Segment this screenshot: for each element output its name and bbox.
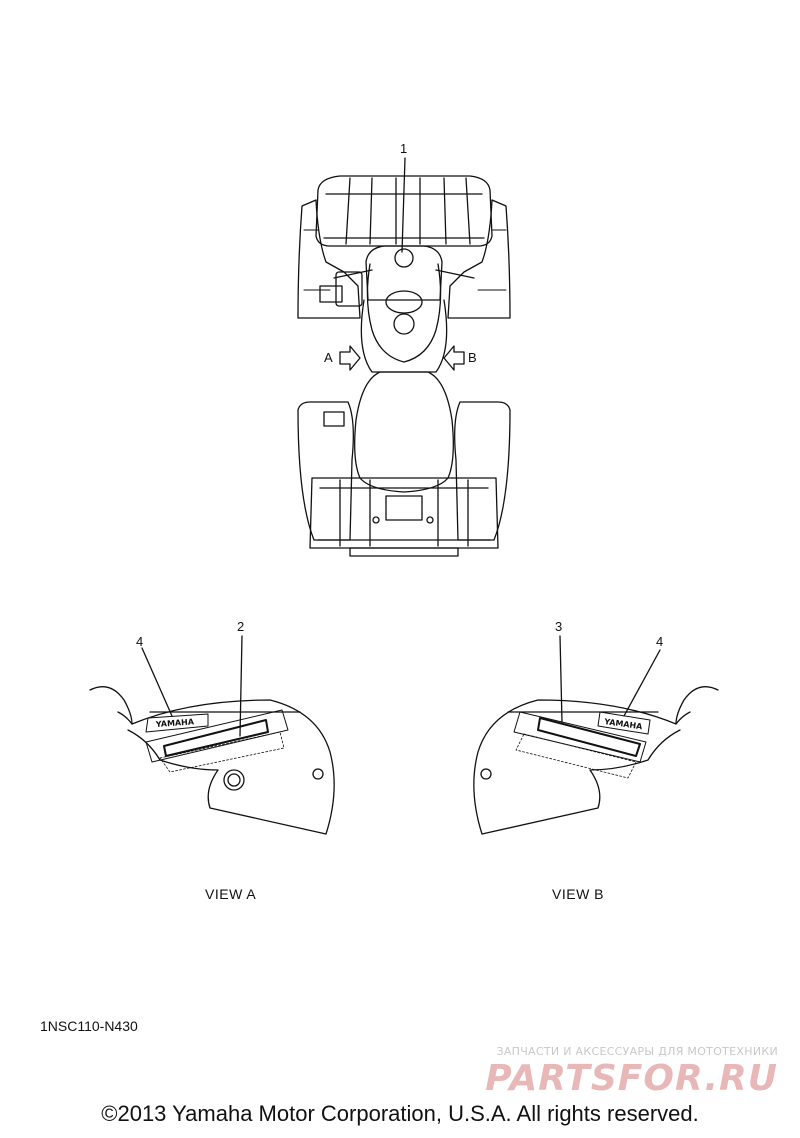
watermark-brand-logo: PARTSFOR.RU (485, 1058, 778, 1099)
callout-4-left: 4 (136, 634, 144, 649)
callout-4-right-leader (623, 649, 661, 717)
view-arrow-a (339, 345, 361, 371)
fuel-tank (366, 263, 442, 363)
callout-4-right: 4 (656, 634, 664, 649)
svg-text:YAMAHA: YAMAHA (155, 717, 196, 729)
view-a-title: VIEW A (205, 886, 257, 902)
rear-fender-right (454, 401, 511, 541)
handlebar-area (365, 245, 443, 301)
callout-1-leader (401, 157, 406, 253)
front-fender-right (447, 199, 511, 319)
copyright-notice: ©2013 Yamaha Motor Corporation, U.S.A. A… (101, 1101, 699, 1126)
view-arrow-b (443, 345, 465, 371)
rear-rack (309, 477, 499, 557)
watermark-tagline: ЗАПЧАСТИ И АКСЕССУАРЫ ДЛЯ МОТОТЕХНИКИ (496, 1045, 778, 1058)
svg-text:YAMAHA: YAMAHA (603, 717, 644, 731)
atv-top-view (297, 157, 511, 557)
callout-3: 3 (555, 619, 563, 634)
front-rack (315, 175, 493, 247)
view-b-panel: YAMAHA (473, 635, 719, 835)
callout-1: 1 (400, 141, 408, 156)
view-b-title: VIEW B (552, 886, 605, 902)
callout-2-leader (239, 635, 243, 737)
front-fender-left (297, 199, 361, 319)
rear-fender-left (297, 401, 354, 541)
decal-2-grizzly (145, 709, 289, 773)
seat (354, 371, 454, 493)
diagram-part-code: 1NSC110-N430 (40, 1018, 138, 1034)
callout-4-left-leader (141, 647, 173, 717)
view-a-panel: YAMAHA (89, 635, 335, 835)
decal-4-yamaha-left: YAMAHA (145, 713, 209, 733)
view-arrow-b-label: B (468, 350, 477, 365)
callout-3-leader (559, 635, 563, 723)
callout-2: 2 (237, 619, 245, 634)
decal-3-grizzly (513, 711, 647, 779)
view-arrow-a-label: A (324, 350, 333, 365)
